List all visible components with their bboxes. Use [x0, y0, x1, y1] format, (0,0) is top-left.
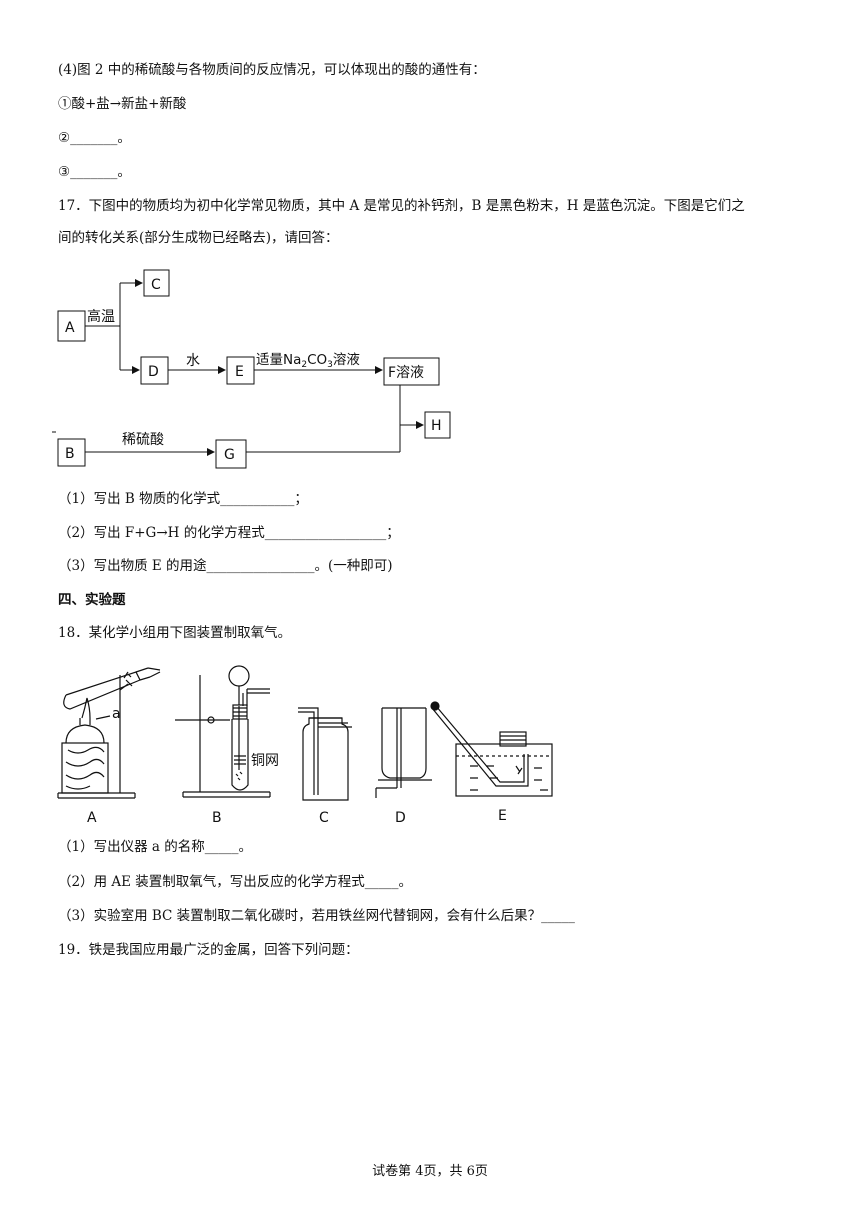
q16-item-2: ②_______。 [58, 130, 131, 146]
q18-sub-2: （2）用 AE 装置制取氧气，写出反应的化学方程式_____。 [58, 874, 413, 890]
q18-sub-1: （1）写出仪器 a 的名称_____。 [58, 839, 252, 855]
apparatus-a [57, 667, 161, 799]
box-c-label: C [151, 277, 161, 293]
q16-intro: (4)图 2 中的稀硫酸与各物质间的反应情况，可以体现出的酸的通性有： [58, 62, 486, 78]
q16-item-3: ③_______。 [58, 164, 131, 180]
box-c [143, 269, 170, 297]
q16-item-1: ①酸+盐→新盐+新酸 [58, 96, 187, 112]
box-b-label: B [65, 446, 75, 462]
box-f [383, 357, 440, 386]
box-e-label: E [235, 364, 244, 380]
label-apparatus-c: C [319, 810, 329, 826]
q17-stem-line1: 17．下图中的物质均为初中化学常见物质，其中 A 是常见的补钙剂，B 是黑色粉末… [58, 198, 745, 214]
box-h-label: H [431, 418, 442, 434]
q18-sub-3: （3）实验室用 BC 装置制取二氧化碳时，若用铁丝网代替铜网，会有什么后果？__… [58, 908, 575, 924]
label-apparatus-e: E [498, 808, 507, 824]
box-g [215, 439, 247, 469]
apparatus-d [375, 707, 432, 798]
label-water: 水 [186, 353, 200, 369]
q17-sub-2: （2）写出 F+G→H 的化学方程式__________________； [58, 525, 400, 541]
apparatus-b [175, 665, 271, 798]
q17-stem-line2: 间的转化关系(部分生成物已经略去)，请回答： [58, 230, 339, 246]
label-apparatus-d: D [395, 810, 406, 826]
label-instrument-a: a [112, 706, 121, 722]
label-apparatus-b: B [212, 810, 222, 826]
q18-stem: 18．某化学小组用下图装置制取氧气。 [58, 625, 292, 641]
box-a-label: A [65, 320, 75, 336]
section-title: 四、实验题 [58, 592, 126, 608]
label-na2co3: 适量Na2CO3溶液 [256, 352, 360, 370]
apparatus-e [430, 701, 553, 797]
label-high-temp: 高温 [87, 308, 115, 325]
box-f-label: F溶液 [388, 365, 424, 381]
label-copper-mesh: 铜网 [251, 753, 279, 769]
box-h [424, 411, 451, 439]
apparatus-c [298, 707, 352, 801]
page-footer: 试卷第 4页，共 6页 [372, 1164, 488, 1179]
q19-stem: 19．铁是我国应用最广泛的金属，回答下列问题： [58, 942, 359, 958]
label-apparatus-a: A [87, 810, 97, 826]
box-g-label: G [224, 447, 235, 463]
label-dilute-sulfuric-acid: 稀硫酸 [122, 432, 164, 448]
q17-sub-3: （3）写出物质 E 的用途________________。(一种即可) [58, 558, 393, 574]
box-d-label: D [148, 364, 159, 380]
q17-sub-1: （1）写出 B 物质的化学式___________； [58, 491, 308, 507]
q17-conversion-diagram: A C D E F溶液 H B G 高温 水 适量Na2CO3溶液 稀硫酸 [52, 269, 451, 469]
q18-apparatus-figure: A B C D E a 铜网 [57, 665, 553, 826]
